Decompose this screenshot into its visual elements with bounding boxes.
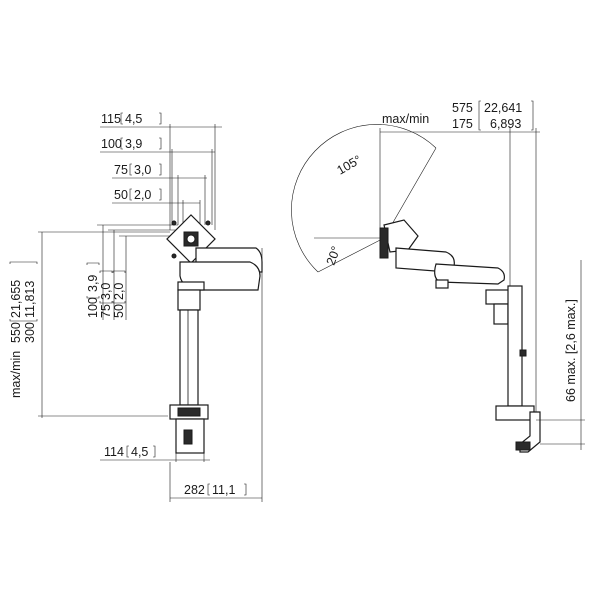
front-view: 115 4,5 100 3,9 75 3,0 50 [9, 112, 263, 502]
height-label: max/min [9, 351, 23, 398]
height-dim: max/min 550 21,655 300 11,813 [9, 231, 170, 418]
vvesa-75-mm: 75 [99, 304, 113, 318]
height-max-in: 21,655 [9, 280, 23, 318]
vesa-75-in: 3,0 [134, 163, 151, 177]
vesa-50-mm: 50 [114, 188, 128, 202]
tilt-down-label: 20° [324, 244, 344, 267]
clamp-width-dim: 114 4,5 [100, 444, 210, 462]
clamp-mm: 114 [104, 445, 124, 459]
vesa-50-in: 2,0 [134, 188, 151, 202]
reach-min-mm: 175 [452, 117, 473, 131]
vvesa-75-in: 3,0 [99, 283, 113, 300]
vesa-115-mm: 115 [101, 112, 121, 126]
reach-dim: max/min 575 22,641 175 6,893 [379, 100, 540, 420]
reach-label: max/min [382, 112, 429, 126]
vvesa-50-in: 2,0 [112, 283, 126, 300]
vesa-100-in: 3,9 [125, 137, 142, 151]
vvesa-50-mm: 50 [112, 304, 126, 318]
height-min-mm: 300 [23, 322, 37, 343]
vvesa-100-in: 3,9 [86, 275, 100, 292]
desk-thickness-label: 66 max. [2,6 max.] [564, 299, 578, 402]
height-min-in: 11,813 [23, 281, 37, 318]
reach-min-in: 6,893 [490, 117, 521, 131]
depth-in: 11,1 [212, 483, 235, 497]
desk-dim: 66 max. [2,6 max.] [536, 260, 585, 450]
vesa-dim-50: 50 2,0 [112, 188, 201, 225]
vesa-75-mm: 75 [114, 163, 128, 177]
vesa-115-in: 4,5 [125, 112, 142, 126]
vesa-dim-75: 75 3,0 [112, 163, 207, 225]
height-max-mm: 550 [9, 322, 23, 343]
vertical-vesa-dims: 100 3,9 75 3,0 50 2,0 [86, 224, 178, 320]
tilt-up-label: 105° [335, 153, 364, 178]
front-arm-illustration [166, 214, 263, 454]
vesa-dim-100: 100 3,9 [100, 137, 215, 225]
reach-max-in: 22,641 [484, 101, 522, 115]
reach-max-mm: 575 [452, 101, 473, 115]
depth-mm: 282 [184, 483, 205, 497]
side-view: max/min 575 22,641 175 6,893 105° 20° [291, 100, 585, 453]
vesa-100-mm: 100 [101, 137, 122, 151]
side-arm-illustration [379, 219, 541, 453]
vvesa-100-mm: 100 [86, 297, 100, 318]
arm-depth-dim: 282 11,1 [169, 248, 263, 502]
clamp-in: 4,5 [131, 445, 148, 459]
vesa-dim-115: 115 4,5 [100, 112, 222, 230]
